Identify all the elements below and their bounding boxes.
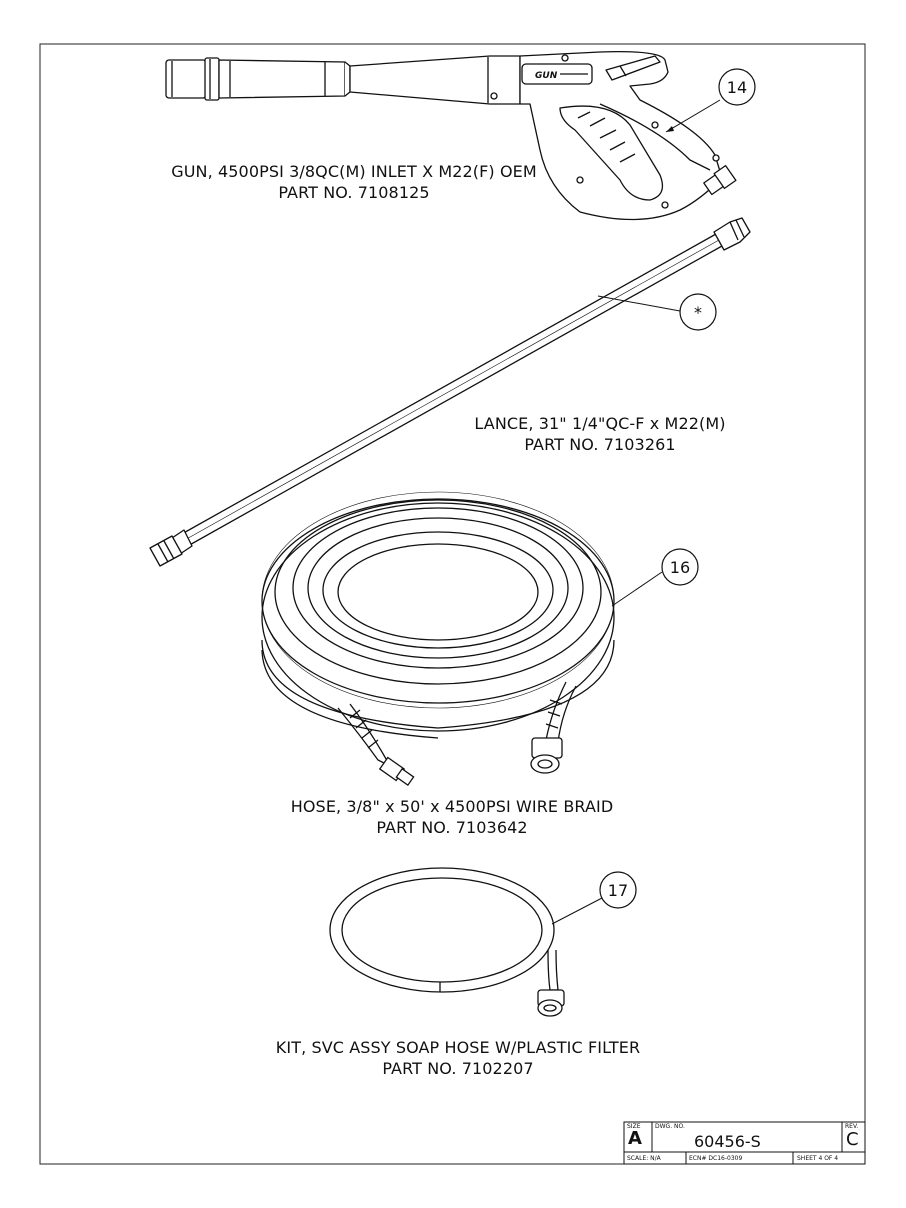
gun-callout-bubble xyxy=(718,68,756,106)
hose-leader-line xyxy=(611,571,663,607)
gun-label: GUN, 4500PSI 3/8QC(M) INLET X M22(F) OEM… xyxy=(154,161,554,203)
hose-part-number: PART NO. 7103642 xyxy=(376,818,528,837)
soap-hose-drawing xyxy=(329,867,565,1017)
svg-text:GUN: GUN xyxy=(535,71,558,81)
lance-label: LANCE, 31" 1/4"QC-F x M22(M) PART NO. 71… xyxy=(440,413,760,455)
lance-drawing xyxy=(149,217,751,567)
drawing-number: 60456-S xyxy=(694,1132,761,1151)
ecn-number: ECN# DC16-0309 xyxy=(689,1155,743,1162)
hose-description: HOSE, 3/8" x 50' x 4500PSI WIRE BRAID xyxy=(290,797,614,816)
hose-coil-drawing xyxy=(261,491,615,787)
gun-part-number: PART NO. 7108125 xyxy=(278,183,430,202)
scale: SCALE: N/A xyxy=(627,1155,661,1162)
sheet-size: A xyxy=(628,1128,642,1149)
lance-part-number: PART NO. 7103261 xyxy=(524,435,676,454)
soap-hose-label: KIT, SVC ASSY SOAP HOSE W/PLASTIC FILTER… xyxy=(238,1037,678,1079)
size-label: SIZE xyxy=(627,1123,641,1130)
hose-callout-bubble xyxy=(661,548,699,586)
hose-label: HOSE, 3/8" x 50' x 4500PSI WIRE BRAID PA… xyxy=(272,796,632,838)
hose-callout-number: 16 xyxy=(669,558,691,577)
gun-callout-number: 14 xyxy=(726,78,748,97)
lance-callout-number: * xyxy=(693,303,703,322)
sheet-number: SHEET 4 OF 4 xyxy=(797,1155,839,1162)
lance-callout-bubble xyxy=(679,293,717,331)
gun-description: GUN, 4500PSI 3/8QC(M) INLET X M22(F) OEM xyxy=(171,162,537,181)
soap-hose-callout-number: 17 xyxy=(607,881,629,900)
revision: C xyxy=(846,1129,859,1150)
soap-hose-callout-bubble xyxy=(599,871,637,909)
rev-label: REV. xyxy=(845,1123,859,1130)
title-block xyxy=(623,1121,866,1165)
lance-description: LANCE, 31" 1/4"QC-F x M22(M) xyxy=(474,414,726,433)
soap-hose-leader-line xyxy=(551,897,603,925)
dwg-no-label: DWG. NO. xyxy=(655,1123,685,1130)
gun-leader-arrow xyxy=(666,126,674,132)
soap-hose-part-number: PART NO. 7102207 xyxy=(382,1059,534,1078)
soap-hose-description: KIT, SVC ASSY SOAP HOSE W/PLASTIC FILTER xyxy=(275,1038,641,1057)
gun-leader-line xyxy=(665,99,721,133)
drawing-border xyxy=(39,43,866,1165)
lance-leader-line xyxy=(597,295,681,312)
spray-gun-drawing: GUN xyxy=(165,51,737,221)
